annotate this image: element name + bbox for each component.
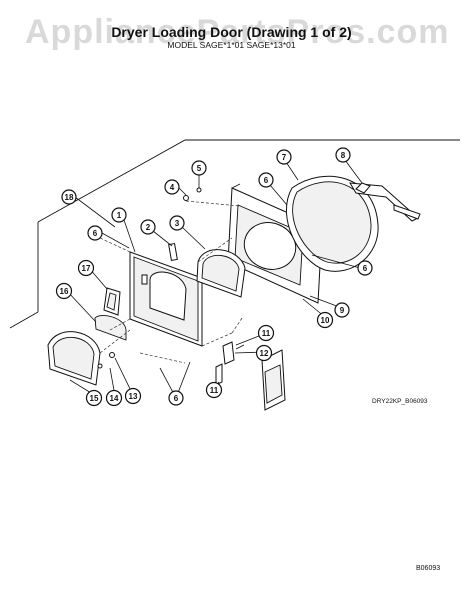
callout-label: 13 <box>129 392 138 401</box>
hinge-pin-assembly <box>215 341 286 411</box>
callout-label: 6 <box>363 264 368 273</box>
callout-6-bottom: 6 <box>168 390 184 406</box>
door-bezel <box>47 331 101 386</box>
callout-16: 16 <box>55 282 73 300</box>
drawing-code: DRY22KP_B06093 <box>372 398 428 405</box>
callout-label: 9 <box>340 306 345 315</box>
callout-label: 18 <box>65 193 74 202</box>
door-strike <box>168 243 178 261</box>
callout-label: 6 <box>264 176 269 185</box>
callout-1: 1 <box>111 207 127 223</box>
model-subtitle: MODEL SAGE*1*01 SAGE*13*01 <box>167 40 296 50</box>
callout-4: 4 <box>164 179 180 195</box>
callout-label: 11 <box>210 386 219 395</box>
callout-label: 1 <box>117 211 122 220</box>
callout-12: 12 <box>255 344 273 362</box>
diagram-title: Dryer Loading Door (Drawing 1 of 2) <box>111 24 352 40</box>
door-glass-panel <box>94 315 127 341</box>
callout-7: 7 <box>276 149 292 165</box>
callout-13: 13 <box>124 387 142 405</box>
callout-label: 3 <box>175 219 180 228</box>
callout-6-top: 6 <box>258 172 274 188</box>
callout-label: 4 <box>170 183 175 192</box>
callout-label: 2 <box>146 223 151 232</box>
callout-label: 5 <box>197 164 202 173</box>
door-seal <box>286 175 379 272</box>
watermark: AppliancePartsPros.com <box>25 13 450 51</box>
callout-2: 2 <box>140 219 156 235</box>
callout-label: 17 <box>82 264 91 273</box>
callout-9: 9 <box>334 302 350 318</box>
callout-11-top: 11 <box>257 324 275 342</box>
callout-15: 15 <box>85 389 103 407</box>
callout-label: 15 <box>90 394 99 403</box>
window-glass <box>196 249 246 298</box>
callout-14: 14 <box>105 389 123 407</box>
callout-5: 5 <box>191 160 207 176</box>
callout-6-right: 6 <box>357 260 373 276</box>
callout-label: 6 <box>174 394 179 403</box>
callout-label: 16 <box>60 287 69 296</box>
callout-10: 10 <box>316 311 334 329</box>
assembly-frame <box>37 139 460 223</box>
callout-17: 17 <box>77 259 95 277</box>
page-code: B06093 <box>416 565 441 572</box>
callout-label: 11 <box>262 329 271 338</box>
door-handle <box>103 287 121 316</box>
callout-3: 3 <box>169 215 185 231</box>
callout-label: 8 <box>341 151 346 160</box>
callout-6-left: 6 <box>87 225 103 241</box>
outer-door-panel <box>129 251 203 347</box>
callout-label: 12 <box>260 349 269 358</box>
callout-label: 6 <box>93 229 98 238</box>
hinge-bracket <box>349 182 421 222</box>
callout-18: 18 <box>61 189 77 205</box>
callout-8: 8 <box>335 147 351 163</box>
callout-label: 14 <box>110 394 119 403</box>
callout-11-bottom: 11 <box>205 381 223 399</box>
door-inner-frame <box>227 183 329 304</box>
assembly-dash-lines <box>97 200 243 364</box>
callout-label: 10 <box>321 316 330 325</box>
screws <box>97 187 202 369</box>
callout-label: 7 <box>282 153 287 162</box>
